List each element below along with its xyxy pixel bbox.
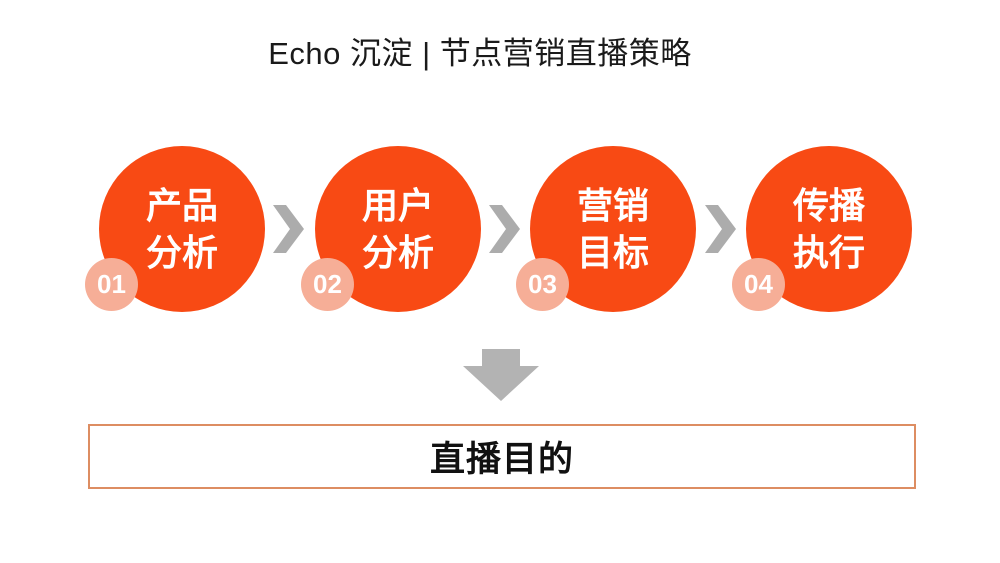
step-number-badge-4: 04 (732, 258, 785, 311)
result-box: 直播目的 (88, 424, 916, 489)
step-number-badge-2: 02 (301, 258, 354, 311)
step-number-badge-1: 01 (85, 258, 138, 311)
process-step-2: 用户 分析 02 (301, 146, 481, 312)
arrow-down-icon (463, 349, 539, 401)
slide-title: Echo 沉淀 | 节点营销直播策略 (0, 28, 1000, 73)
step-circle-4: 传播 执行 (746, 146, 912, 312)
result-box-label: 直播目的 (429, 440, 574, 479)
process-step-1: 产品 分析 01 (85, 146, 265, 312)
step-label-4: 传播 执行 (792, 185, 865, 273)
chevron-right-icon (273, 205, 304, 253)
slide-title-text: Echo 沉淀 | 节点营销直播策略 (268, 36, 692, 71)
step-label-1: 产品 分析 (145, 185, 218, 273)
step-label-2: 用户 分析 (361, 185, 434, 273)
process-step-3: 营销 目标 03 (516, 146, 696, 312)
process-step-4: 传播 执行 04 (732, 146, 912, 312)
step-number-badge-3: 03 (516, 258, 569, 311)
step-label-3: 营销 目标 (576, 185, 649, 273)
chevron-right-icon (705, 205, 736, 253)
chevron-right-icon (489, 205, 520, 253)
